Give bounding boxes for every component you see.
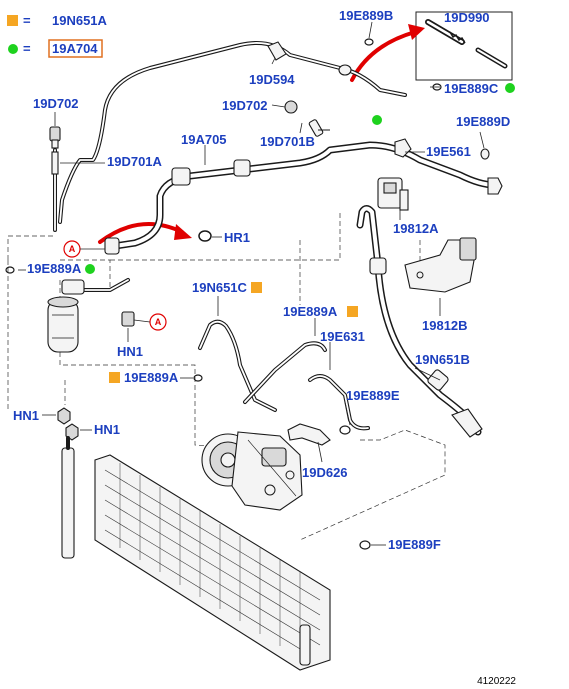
red-arrow-top xyxy=(350,24,425,82)
label-19n651c: 19N651C xyxy=(192,280,248,295)
orange-square-marker xyxy=(109,372,120,383)
oring-19e889b xyxy=(364,38,374,46)
orange-square-marker xyxy=(251,282,262,293)
callout-a-top: A xyxy=(63,240,105,258)
orange-square-marker xyxy=(347,306,358,317)
svg-text:A: A xyxy=(155,317,162,327)
label-19e889a-left: 19E889A xyxy=(27,261,82,276)
green-dot-marker xyxy=(8,44,18,54)
valve-19d701a-core xyxy=(51,151,59,175)
label-hn1-right: HN1 xyxy=(94,422,120,437)
label-19d990: 19D990 xyxy=(444,10,490,25)
pipe-19e631 xyxy=(308,374,370,431)
legend-equals: = xyxy=(23,13,31,28)
label-19e889a-low: 19E889A xyxy=(124,370,179,385)
oring-19e889a-low xyxy=(193,374,203,382)
label-19e631: 19E631 xyxy=(320,329,365,344)
red-arrow-mid xyxy=(98,222,192,244)
orange-square-marker xyxy=(7,15,18,26)
clip-19e889d xyxy=(480,148,490,160)
hose-main-19a705 xyxy=(104,138,503,255)
pipe-19n651c xyxy=(198,319,327,412)
guide-lines xyxy=(7,210,446,541)
label-19e889f: 19E889F xyxy=(388,537,441,552)
highlight-box xyxy=(48,39,103,58)
hose-upper xyxy=(58,41,407,224)
label-19812b: 19812B xyxy=(422,318,468,333)
receiver-drier xyxy=(47,279,85,353)
clip-19d990-ring xyxy=(338,64,352,76)
label-19e889d: 19E889D xyxy=(456,114,510,129)
bracket-19812b xyxy=(404,237,477,293)
condenser xyxy=(61,436,331,671)
label-19e561: 19E561 xyxy=(426,144,471,159)
bracket-19d626 xyxy=(287,423,331,446)
green-dot-marker xyxy=(372,115,382,125)
illustration-number: 4120222 xyxy=(477,676,516,687)
markers xyxy=(85,83,515,383)
label-19e889a-mid: 19E889A xyxy=(283,304,338,319)
label-hn1-mid: HN1 xyxy=(117,344,143,359)
cap-19d702-mid xyxy=(284,100,298,114)
label-19d701b: 19D701B xyxy=(260,134,315,149)
oring-hr1 xyxy=(198,230,212,242)
legend: = 19N651A = 19A704 xyxy=(7,13,108,58)
oring-19e889a-left xyxy=(5,266,15,274)
label-19e889e: 19E889E xyxy=(346,388,400,403)
oring-19e889e xyxy=(339,425,351,435)
nut-hn1-left xyxy=(57,407,71,425)
legend-equals-2: = xyxy=(23,41,31,56)
hose-19n651b xyxy=(356,205,483,438)
label-19d702-mid: 19D702 xyxy=(222,98,268,113)
legend-green-code: 19A704 xyxy=(52,41,98,56)
oring-19e889f xyxy=(359,540,371,550)
label-19n651b: 19N651B xyxy=(415,352,470,367)
green-dot-marker xyxy=(505,83,515,93)
label-19812a: 19812A xyxy=(393,221,439,236)
label-hn1-left: HN1 xyxy=(13,408,39,423)
green-dot-marker xyxy=(85,264,95,274)
ac-compressor xyxy=(201,431,303,511)
callout-a-mid: A xyxy=(133,313,167,331)
label-hr1: HR1 xyxy=(224,230,250,245)
label-19d594: 19D594 xyxy=(249,72,295,87)
leader-lines xyxy=(18,21,485,546)
fitting-19d594 xyxy=(267,41,287,61)
label-19d701a: 19D701A xyxy=(107,154,163,169)
label-19a705: 19A705 xyxy=(181,132,227,147)
svg-text:A: A xyxy=(69,244,76,254)
label-19e889c: 19E889C xyxy=(444,81,499,96)
detail-fitting xyxy=(425,19,508,69)
detail-box xyxy=(415,11,513,81)
valve-19d701b xyxy=(308,119,330,137)
block-hn1-mid xyxy=(121,311,135,327)
label-19e889b: 19E889B xyxy=(339,8,393,23)
nut-hn1-right xyxy=(65,423,79,441)
label-19d626: 19D626 xyxy=(302,465,348,480)
legend-orange-code: 19N651A xyxy=(52,13,108,28)
part-labels: 19E889B 19D990 19D594 19E889C 19D702 19D… xyxy=(13,8,510,552)
switch-19812a xyxy=(377,177,409,211)
valve-19d702-left xyxy=(49,126,61,149)
label-19d702-left: 19D702 xyxy=(33,96,79,111)
pipe-receiver xyxy=(83,278,130,292)
